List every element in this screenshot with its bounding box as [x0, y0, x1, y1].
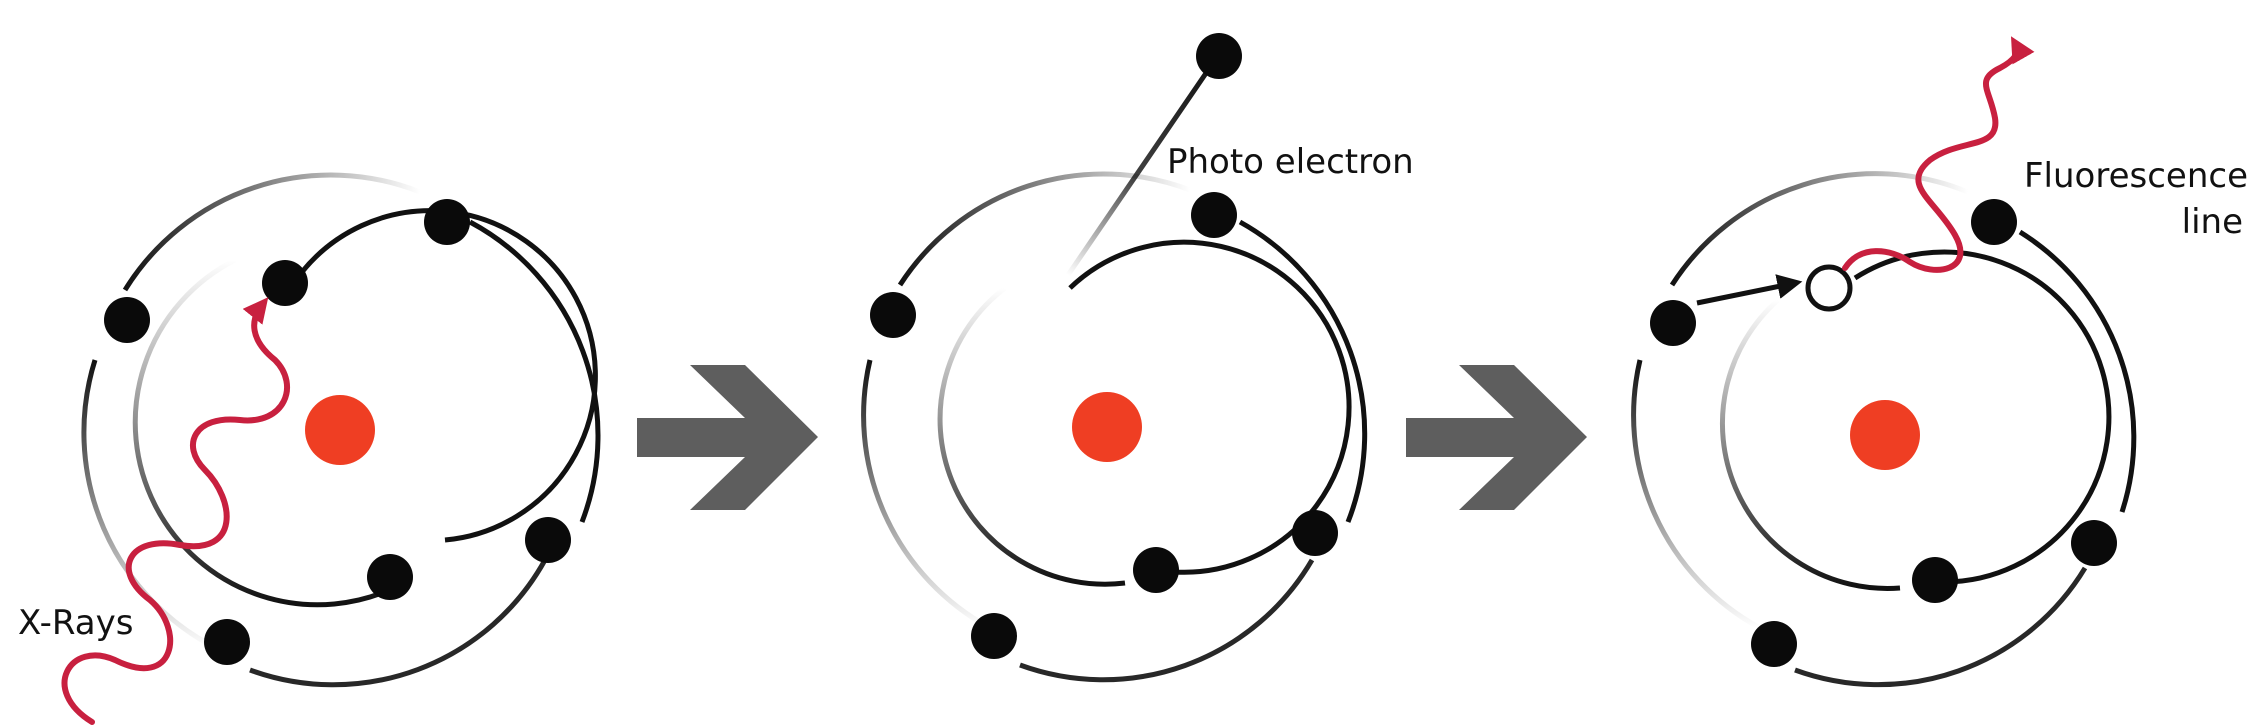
panel-3-atom: Fluorescence line [1631, 36, 2248, 688]
electron [525, 517, 571, 563]
xray-wave [61, 297, 291, 725]
inner-orbit [937, 286, 1126, 587]
electron [1191, 192, 1237, 238]
vacancy-hole [1805, 264, 1853, 312]
right-arrow-icon [1406, 365, 1587, 510]
electron [424, 199, 470, 245]
panel-1-atom: X-Rays [18, 172, 601, 725]
outer-orbit [1794, 566, 2088, 688]
outer-orbit [861, 359, 992, 631]
inner-orbit [1853, 249, 2112, 585]
outer-orbit [81, 359, 222, 653]
nucleus [1072, 392, 1142, 462]
photo-electron-label: Photo electron [1167, 142, 1414, 182]
outer-orbit [897, 171, 1191, 287]
inner-orbit [1068, 239, 1352, 575]
outer-orbit [468, 219, 601, 523]
outer-orbit [1631, 359, 1762, 631]
electron [2071, 520, 2117, 566]
outer-orbit [2018, 229, 2137, 513]
electron [104, 297, 150, 343]
nucleus [305, 395, 375, 465]
nucleus [1850, 400, 1920, 470]
right-arrow-icon [637, 365, 818, 510]
electron [1292, 510, 1338, 556]
fluorescence-wave [1842, 36, 2035, 273]
electron [367, 554, 413, 600]
photoelectron-trail [1065, 57, 1218, 278]
xrays-label: X-Rays [18, 603, 133, 643]
electron-transition-arrow [1696, 274, 1803, 306]
electron [204, 619, 250, 665]
outer-orbit [1669, 171, 1969, 287]
electron [262, 260, 308, 306]
outer-orbit [249, 558, 548, 688]
electron [1650, 300, 1696, 346]
electron [1912, 557, 1958, 603]
outer-orbit [122, 172, 421, 292]
electron [1133, 547, 1179, 593]
fluorescence-label-line2: line [2182, 202, 2243, 242]
inner-orbit [132, 257, 402, 608]
electron [971, 613, 1017, 659]
outer-orbit [1238, 219, 1368, 523]
electron [1751, 621, 1797, 667]
electron [870, 292, 916, 338]
fluorescence-label-line1: Fluorescence [2024, 156, 2248, 196]
outer-orbit [1019, 558, 1315, 683]
inner-orbit [300, 208, 598, 543]
panel-2-atom: Photo electron [861, 33, 1414, 683]
photoelectron [1196, 33, 1242, 79]
inner-orbit [1719, 298, 1901, 591]
electron [1971, 199, 2017, 245]
